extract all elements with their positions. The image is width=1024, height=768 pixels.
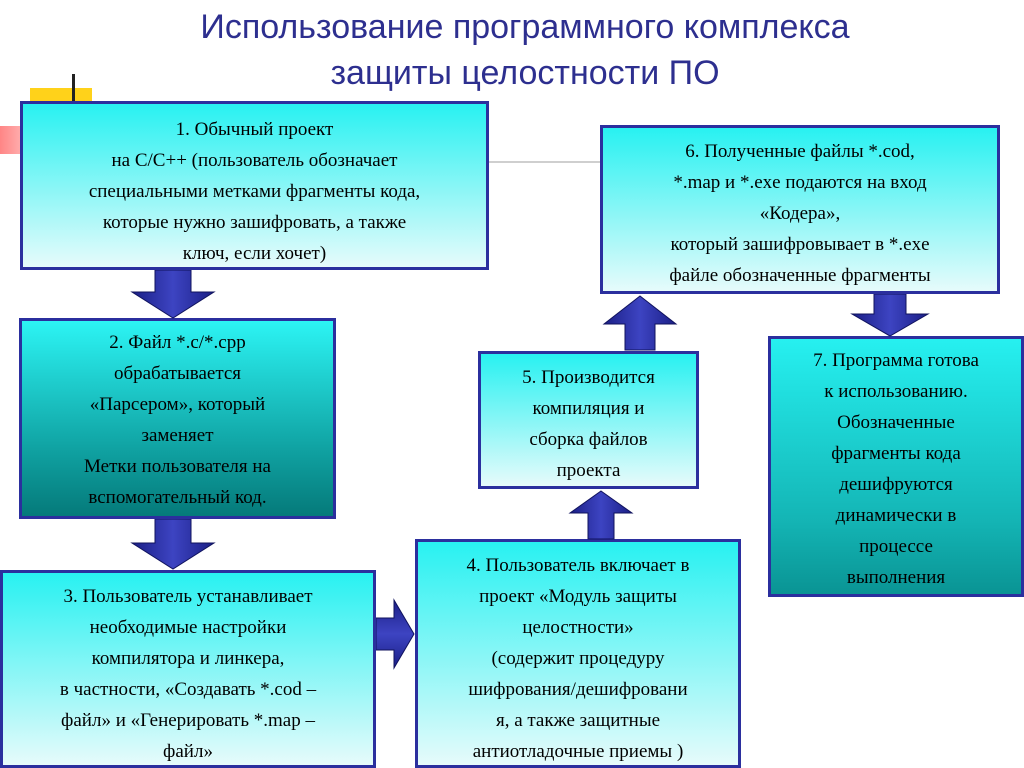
decorative-vertical-line [72, 74, 75, 104]
arrow-down-6-to-7 [850, 294, 930, 337]
step-2-line: вспомогательный код. [88, 487, 267, 508]
step-6-line: «Кодера», [759, 203, 841, 224]
step-5-line: компиляция и [532, 398, 645, 419]
slide-title-line-2: защиты целостности ПО [330, 54, 720, 92]
step-2-line: Метки пользователя на [84, 456, 271, 477]
step-4-line: я, а также защитные [495, 710, 661, 731]
step-3-line: 3. Пользователь устанавливает [63, 586, 313, 607]
step-4-line: 4. Пользователь включает в [466, 555, 690, 576]
step-4-line: (содержит процедуру [491, 648, 665, 669]
step-1-line: 1. Обычный проект [175, 119, 334, 140]
step-4-box: 4. Пользователь включает в проект «Модул… [415, 539, 741, 768]
step-6-line: файле обозначенные фрагменты [669, 265, 931, 286]
arrow-right-3-to-4 [376, 598, 415, 670]
step-7-line: фрагменты кода [831, 443, 961, 464]
step-2-line: заменяет [141, 425, 214, 446]
step-7-line: выполнения [846, 567, 946, 588]
step-2-line: «Парсером», который [89, 394, 266, 415]
step-7-line: к использованию. [824, 381, 968, 402]
step-7-line: динамически в [835, 505, 957, 526]
step-3-box: 3. Пользователь устанавливает необходимы… [0, 570, 376, 768]
step-2-line: 2. Файл *.c/*.cpp [109, 332, 246, 353]
step-2-line: обрабатывается [113, 363, 242, 384]
step-7-line: процессе [859, 536, 933, 557]
slide-title: Использование программного комплекса защ… [100, 4, 950, 96]
arrow-up-4-to-5 [568, 490, 634, 540]
step-3-line: в частности, «Создавать *.cod – [59, 679, 317, 700]
step-2-box: 2. Файл *.c/*.cpp обрабатывается «Парсер… [19, 318, 336, 519]
step-7-line: Обозначенные [837, 412, 955, 433]
step-1-line: на C/C++ (пользователь обозначает [111, 150, 398, 171]
step-4-line: антиотладочные приемы ) [472, 741, 684, 762]
step-6-box: 6. Полученные файлы *.cod, *.map и *.exe… [600, 125, 1000, 294]
step-5-line: 5. Производится [522, 367, 655, 388]
step-5-box: 5. Производится компиляция и сборка файл… [478, 351, 699, 489]
step-5-line: проекта [556, 460, 621, 481]
step-7-line: дешифруются [839, 474, 953, 495]
step-1-line: ключ, если хочет) [182, 243, 327, 264]
step-4-line: шифрования/дешифровани [468, 679, 688, 700]
step-1-box: 1. Обычный проект на C/C++ (пользователь… [20, 101, 489, 270]
step-7-box: 7. Программа готова к использованию. Обо… [768, 336, 1024, 597]
slide-title-line-1: Использование программного комплекса [200, 8, 850, 46]
step-3-line: файл» и «Генерировать *.map – [61, 710, 315, 731]
decorative-horizontal-line [488, 161, 603, 163]
arrow-down-2-to-3 [130, 519, 216, 570]
step-7-line: 7. Программа готова [813, 350, 979, 371]
step-5-line: сборка файлов [529, 429, 648, 450]
step-4-line: проект «Модуль защиты [479, 586, 677, 607]
step-4-line: целостности» [522, 617, 634, 638]
step-6-line: который зашифровывает в *.exe [670, 234, 930, 255]
arrow-down-1-to-2 [130, 270, 216, 319]
arrow-up-5-to-6 [602, 295, 678, 351]
step-6-line: 6. Полученные файлы *.cod, [685, 141, 915, 162]
step-3-line: компилятора и линкера, [91, 648, 285, 669]
step-6-line: *.map и *.exe подаются на вход [673, 172, 927, 193]
step-1-line: специальными метками фрагменты кода, [88, 181, 421, 202]
step-3-line: необходимые настройки [89, 617, 287, 638]
step-3-line: файл» [163, 741, 213, 762]
step-1-line: которые нужно зашифровать, а также [102, 212, 407, 233]
